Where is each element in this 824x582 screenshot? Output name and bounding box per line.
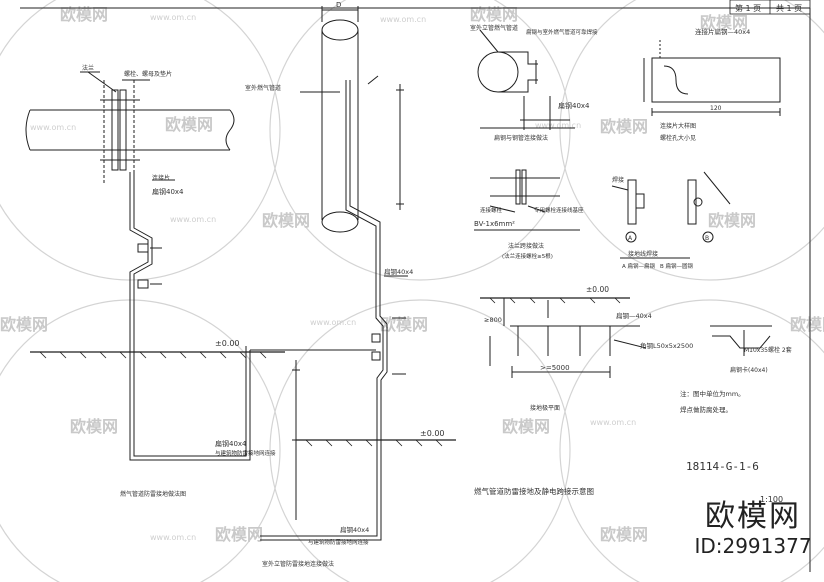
- clamp-detail: [477, 29, 575, 130]
- earth-elevation: ±0.00: [586, 285, 609, 294]
- plate-note-2: 螺栓孔大小见: [660, 134, 696, 142]
- watermark-brand: 欧模网: [165, 115, 213, 134]
- dim-d: D: [336, 1, 341, 9]
- label-flat-steel-1: 扁钢40x4: [152, 187, 184, 196]
- brand-badge: 欧模网 ID:2991377: [688, 499, 818, 559]
- watermark-brand: 欧模网: [262, 211, 310, 230]
- watermark-brand: 欧模网: [215, 525, 263, 544]
- watermark-url: www.om.cn: [30, 123, 76, 132]
- detail-a: A: [628, 235, 633, 242]
- brand-id: ID:2991377: [694, 534, 812, 558]
- elevation-mid: ±0.00: [420, 429, 445, 438]
- earth-electrode-detail: [480, 297, 647, 378]
- earth-depth: ≥800: [484, 316, 502, 324]
- watermark-url: www.om.cn: [310, 318, 356, 327]
- weld-b-note: B 扁钢—圆钢: [660, 262, 694, 270]
- drawing-title: 燃气管道防雷接地及静电跨接示意图: [474, 486, 594, 496]
- caption-bottom: 室外立管防雷接地连接做法: [262, 560, 334, 568]
- plate-detail: [643, 40, 781, 116]
- watermark-brand: 欧模网: [0, 315, 48, 334]
- caption-weld: 接地线焊接: [628, 250, 658, 258]
- elevation-left: ±0.00: [215, 339, 240, 348]
- watermark-url: www.om.cn: [150, 13, 196, 22]
- detail-b: B: [705, 235, 709, 242]
- label-riser-pipe: 室外燃气管道: [245, 84, 281, 92]
- ground-hatch-earth: [489, 297, 621, 304]
- label-flat-steel-4: 扁钢40x4: [340, 525, 369, 534]
- watermark-brand: 欧模网: [470, 5, 518, 24]
- label-bolt-right: 专用螺栓连接线基座: [534, 206, 584, 214]
- left-pipe-detail: [25, 71, 285, 461]
- caption-earth: 接地极平面: [530, 404, 560, 412]
- earth-spacing: >=5000: [540, 364, 570, 372]
- bracket-label: M10x35螺栓 2套: [744, 346, 792, 354]
- watermark-url: www.om.cn: [170, 215, 216, 224]
- watermark-url: www.om.cn: [380, 15, 426, 24]
- label-clamp-strip: 扁钢与室外燃气管道可靠焊接: [526, 28, 598, 36]
- watermark-brand: 欧模网: [708, 211, 756, 230]
- note-2: 焊点做防腐处理。: [680, 405, 732, 414]
- caption-flange-sub: (法兰连接螺栓≥5根): [502, 252, 553, 260]
- label-bolt-washer: 螺栓、螺母及垫片: [124, 70, 172, 78]
- caption-flange: 法兰跨接做法: [508, 242, 544, 250]
- plate-dim: 120: [710, 105, 722, 112]
- plate-note: 连接片大样图: [660, 122, 696, 130]
- weld-a-note: A 扁钢—扁钢: [622, 262, 656, 270]
- sheet-total: 共 1 页: [776, 4, 802, 13]
- label-bolt-left: 连接螺栓: [480, 206, 503, 214]
- bracket-detail: [710, 325, 772, 356]
- watermark-brand: 欧模网: [790, 315, 824, 334]
- label-weld: 焊接: [612, 176, 624, 184]
- watermark-url: www.om.cn: [150, 533, 196, 542]
- earth-rod: 角钢L50x5x2500: [640, 341, 693, 350]
- ground-note-1: 与建筑物防雷接地网连接: [215, 449, 276, 457]
- weld-details: [611, 171, 731, 259]
- ground-hatch-mid: [305, 439, 443, 447]
- watermark-brand: 欧模网: [600, 525, 648, 544]
- watermark-text-layer: 欧模网 www.om.cn 欧模网 www.om.cn 欧模网 欧模网 www.…: [0, 5, 824, 544]
- ground-note-2: 与建筑物防雷接地网连接: [308, 538, 369, 546]
- sheet-frame: [20, 0, 811, 572]
- scale: 1:100: [760, 495, 783, 504]
- label-plate: 连接片扁钢—40x4: [695, 27, 750, 36]
- note-1: 注：图中单位为mm。: [680, 389, 745, 398]
- label-flange: 法兰: [82, 64, 94, 72]
- earth-flat: 扁钢—40x4: [616, 311, 652, 320]
- watermark-brand: 欧模网: [700, 13, 748, 32]
- watermark-brand: 欧模网: [600, 117, 648, 136]
- label-clamp-pipe: 室外立管燃气管道: [470, 24, 518, 32]
- caption-clamp: 扁钢与钢管连接做法: [494, 134, 548, 142]
- sheet-number: 第 1 页: [735, 3, 761, 13]
- label-clamp-flat: 扁钢40x4: [558, 101, 590, 110]
- brand-name: 欧模网: [705, 499, 801, 534]
- watermark-brand: 欧模网: [70, 417, 118, 436]
- label-flat-steel-3: 扁钢40x4: [215, 439, 247, 448]
- watermark-brand: 欧模网: [60, 5, 108, 24]
- riser-pipe-detail: [245, 6, 456, 541]
- bracket-flat: 扁钢卡(40x4): [730, 366, 768, 374]
- watermark-brand: 欧模网: [502, 417, 550, 436]
- drawing-number: 18114-G-1-6: [686, 460, 759, 473]
- label-flat-steel-2: 扁钢40x4: [384, 267, 413, 276]
- watermark-url: www.om.cn: [535, 121, 581, 130]
- ground-hatch-left: [39, 351, 267, 359]
- label-bolt-size: BV-1x6mm²: [474, 220, 515, 228]
- watermark-brand: 欧模网: [380, 315, 428, 334]
- flange-jumper-detail: [474, 169, 580, 231]
- label-jumper-strip: 连接片: [152, 174, 170, 182]
- caption-left: 燃气管道防雷接地做法图: [120, 490, 186, 498]
- watermark-url: www.om.cn: [590, 418, 636, 427]
